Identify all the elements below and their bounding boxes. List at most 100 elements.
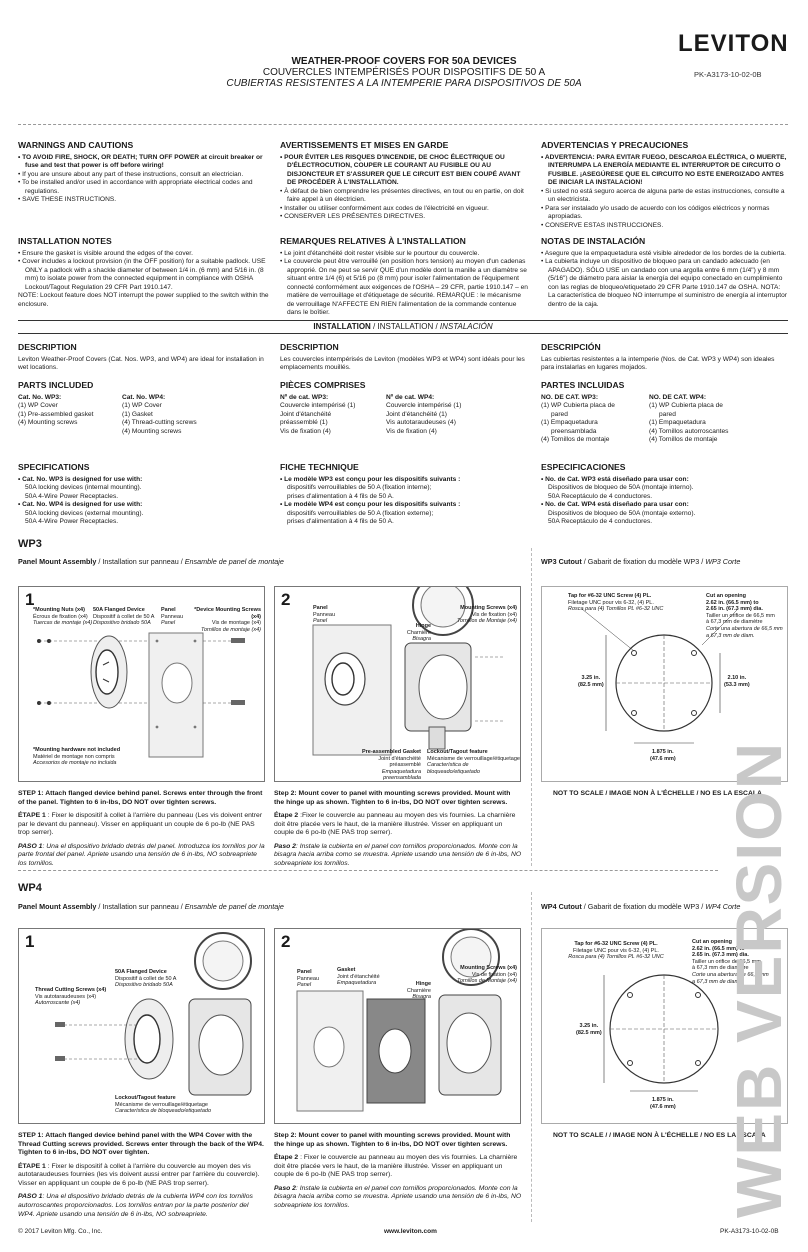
- install-notes-fr: REMARQUES RELATIVES À L'INSTALLATION Le …: [280, 236, 530, 318]
- warnings-es: ADVERTENCIAS Y PRECAUCIONES ADVERTENCIA:…: [541, 140, 789, 230]
- label-thread-screws: Thread Cutting Screws (x4) Vis autotarau…: [35, 987, 106, 1007]
- parts-head: Nº de cat. WP3:: [280, 394, 329, 401]
- description-fr-title: DESCRIPTION: [280, 342, 339, 352]
- label-line: Lockout/Tagout feature: [427, 749, 488, 755]
- step-lead: PASO 1: [18, 1193, 43, 1201]
- spec-line: 50A locking devices (external mounting).: [25, 509, 144, 517]
- label-line: Vis de montage (x4): [211, 620, 261, 627]
- label-mounting-screws: Mounting Screws (x4) Vis de fixation (x4…: [451, 605, 517, 625]
- part-line: Vis de fixation (4): [280, 427, 331, 435]
- step-lead: Paso 2: [274, 1184, 296, 1192]
- parts-head: Nº de cat. WP4:: [386, 394, 435, 401]
- column-divider: [531, 892, 532, 1222]
- step-lead: Étape 2: [274, 1154, 299, 1162]
- step-text: : Una el dispositivo bridado detrás del …: [18, 842, 265, 867]
- wp4-fig2-drawing: [296, 929, 502, 1112]
- label-dim-1875: 1.875 in. (47.6 mm): [650, 1097, 676, 1110]
- step1-es: PASO 1: Una el dispositivo bridado detrá…: [18, 843, 266, 869]
- part-line: (4) Thread-cutting screws: [122, 419, 197, 427]
- parts-fr-wp4: Nº de cat. WP4: Couvercle intempérisé (1…: [386, 394, 462, 436]
- wp3-fig1-drawing: [37, 632, 245, 758]
- install-notes-fr-title: REMARQUES RELATIVES À L'INSTALLATION: [280, 236, 466, 246]
- screw-shape: [55, 1056, 65, 1061]
- installation-band: INSTALLATION / INSTALLATION / INSTALACIÓ…: [18, 320, 788, 334]
- label-panel: Panel Panneau Panel: [313, 605, 335, 625]
- sub-en: WP3 Cutout: [541, 557, 582, 566]
- spec-head: Le modèle WP3 est conçu pour les disposi…: [280, 476, 530, 484]
- label-line: Tap for #6-32 UNC Screw (4) PL.: [568, 593, 652, 599]
- sub-fr: Gabarit de fixation du modèle WP3: [587, 902, 700, 911]
- hole-shape: [627, 1060, 633, 1066]
- spec-head: No. de Cat. WP3 está diseñado para usar …: [541, 476, 789, 484]
- label-line: Panel: [297, 969, 312, 975]
- label-line: Empaquetadura: [337, 980, 377, 987]
- wp4-title: WP4: [18, 882, 42, 894]
- wp3-cutout-drawing: [581, 608, 739, 744]
- wp4-cutout-title: WP4 Cutout / Gabarit de fixation du modè…: [541, 902, 741, 911]
- spec-line: 50A Receptáculo de 4 conductores.: [548, 518, 653, 526]
- install-notes-en: INSTALLATION NOTES Ensure the gasket is …: [18, 236, 273, 309]
- step2-en: Step 2: Mount cover to panel with mounti…: [274, 1132, 511, 1148]
- note-item: Ensure the gasket is visible around the …: [18, 250, 273, 258]
- part-line: Joint d'étanchéité (1): [386, 410, 448, 418]
- hole-shape: [631, 710, 637, 716]
- divider: [18, 124, 788, 125]
- parts-head: NO. DE CAT. WP4:: [649, 394, 707, 401]
- doc-title-block: WEATHER-PROOF COVERS FOR 50A DEVICES COU…: [0, 56, 808, 89]
- label-cut-opening: Cut an opening 2.62 in. (66.5 mm) to 2.6…: [706, 593, 783, 639]
- step1-en: STEP 1: Attach flanged device behind pan…: [18, 1132, 264, 1157]
- screw-shape: [231, 700, 245, 705]
- label-line: Lockout/Tagout feature: [115, 1095, 176, 1101]
- sub-fr: Gabarit de fixation du modèle WP3: [587, 557, 700, 566]
- step1-fr: ÉTAPE 1 : Fixer le dispositif à collet à…: [18, 812, 266, 838]
- parts-es-wp4: NO. DE CAT. WP4: (1) WP Cubierta placa d…: [649, 394, 728, 445]
- title-en: WEATHER-PROOF COVERS FOR 50A DEVICES: [291, 56, 517, 67]
- part-line: (1) Empaquetadura: [649, 419, 706, 427]
- band-en: INSTALLATION: [313, 322, 371, 331]
- footer-url[interactable]: www.leviton.com: [384, 1228, 437, 1235]
- description-es-text: Las cubiertas resistentes a la intemperi…: [541, 356, 775, 372]
- label-line: Bisagra: [412, 994, 431, 1001]
- part-line: (4) Mounting screws: [18, 419, 78, 427]
- label-cut-opening: Cut an opening 2.62 in. (66.5 mm) to 2.6…: [692, 939, 769, 985]
- label-device-screws: *Device Mounting Screws (x4) Vis de mont…: [185, 607, 261, 633]
- spec-line: 50A locking devices (internal mounting).: [25, 484, 142, 492]
- label-line: Bisagra: [412, 636, 431, 643]
- label-line: (53.3 mm): [724, 681, 750, 688]
- lockout-tab-shape: [428, 726, 446, 750]
- part-line: (1) WP Cubierta placa de: [649, 402, 723, 410]
- label-line: Panneau: [313, 611, 336, 618]
- label-line: Autorroscante (x4): [35, 1000, 81, 1007]
- label-line: Hinge: [415, 981, 431, 987]
- install-notes-es-title: NOTAS DE INSTALACIÓN: [541, 236, 646, 246]
- spec-line: Dispositivos de bloqueo de 50A (montaje …: [548, 484, 694, 492]
- title-es: CUBIERTAS RESISTENTES A LA INTEMPERIE PA…: [226, 78, 582, 89]
- warning-item: CONSERVE ESTAS INSTRUCCIONES.: [541, 222, 789, 230]
- warning-item: POUR ÉVITER LES RISQUES D'INCENDIE, DE C…: [280, 154, 530, 188]
- label-line: Charnière: [406, 987, 431, 994]
- specs-fr-title: FICHE TECHNIQUE: [280, 462, 359, 472]
- part-line: Couvercle intempérisé (1): [280, 402, 356, 410]
- label-line: Dispositivo bridado 50A: [115, 982, 173, 989]
- sub-es: Ensamble de panel de montaje: [184, 557, 284, 566]
- wp4-figure-2: 2 Panel Panneau Panel Gasket Joint d'éta…: [274, 928, 521, 1124]
- spec-line: Dispositivos de bloqueo de 50A (montaje …: [548, 509, 696, 517]
- part-line: Vis de fixation (4): [386, 427, 437, 435]
- part-line: pared: [659, 410, 676, 418]
- label-line: Dispositivo bridado 50A: [93, 620, 151, 627]
- sub-en: WP4 Cutout: [541, 902, 582, 911]
- wp3-fig2-drawing: [312, 587, 503, 756]
- footer-copyright: © 2017 Leviton Mfg. Co., Inc.: [18, 1228, 103, 1235]
- label-line: Tailler un orifice de 66,5 mm: [692, 958, 761, 965]
- spec-line: prises d'alimentation à 4 fils de 50 A.: [287, 518, 394, 526]
- label-tap: Tap for #6-32 UNC Screw (4) PL. Filetage…: [564, 941, 668, 961]
- label-flanged-device: 50A Flanged Device Dispositif à collet d…: [115, 969, 176, 989]
- label-line: Panel: [297, 982, 312, 989]
- part-line: (1) WP Cover: [122, 402, 162, 410]
- band-fr: INSTALLATION: [377, 322, 434, 331]
- wp4-step2: Step 2: Mount cover to panel with mounti…: [274, 1132, 522, 1216]
- warning-item: SAVE THESE INSTRUCTIONS.: [18, 196, 273, 204]
- description-en: DESCRIPTION Leviton Weather-Proof Covers…: [18, 342, 273, 373]
- wp4-panel-mount-title: Panel Mount Assembly / Installation sur …: [18, 902, 284, 911]
- parts-head: NO. DE CAT. WP3:: [541, 394, 599, 401]
